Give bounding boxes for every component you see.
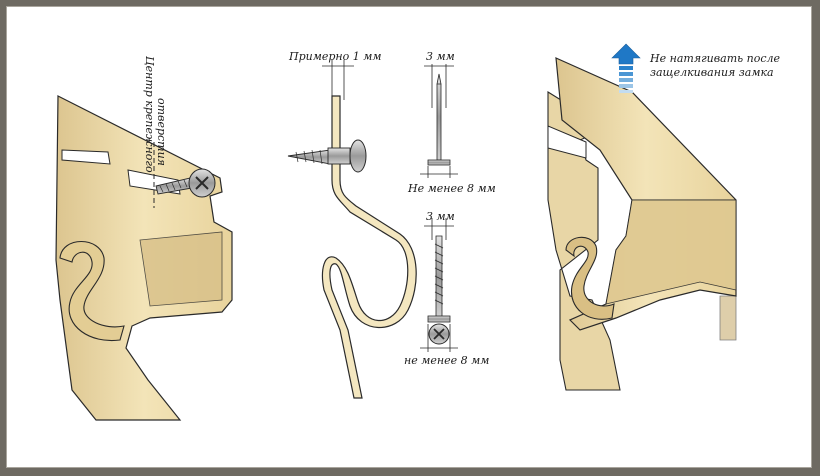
- screw-3mm-label: 3 мм: [426, 210, 455, 223]
- nail-3mm-label: 3 мм: [426, 50, 455, 63]
- left-panel-hook: [59, 240, 125, 342]
- no-pull-label-line1: Не натягивать после: [649, 52, 781, 65]
- nail-min-8mm-label: Не менее 8 мм: [407, 182, 496, 195]
- nail-icon: [436, 73, 442, 161]
- approx-1mm-label: Примерно 1 мм: [288, 50, 382, 63]
- right-panel-hook: [565, 236, 615, 320]
- no-pull-label-line2: защелкивания замка: [650, 66, 774, 79]
- do-not-pull-arrow: [611, 43, 641, 93]
- middle-screw: [287, 139, 367, 173]
- middle-profile-cross-section: [321, 95, 417, 399]
- center-hole-label-line1: Центр крепежного: [143, 56, 156, 173]
- left-panel-top-slot: [61, 149, 111, 165]
- up-arrow-icon: [611, 43, 641, 65]
- screw-min-8mm-label: не менее 8 мм: [404, 354, 489, 367]
- center-hole-label-line2: отверстия: [155, 98, 168, 166]
- nail-detail: 3 мм Не менее 8 мм: [407, 50, 496, 195]
- phillips-cross-icon: [433, 328, 445, 340]
- profile-outline: [321, 95, 417, 399]
- phillips-cross-icon: [195, 176, 209, 190]
- right-siding-panel: [547, 57, 737, 391]
- approx-1mm-dimension: Примерно 1 мм: [288, 50, 382, 100]
- left-screw: [155, 168, 216, 198]
- screw-detail: 3 мм не менее 8 мм: [404, 210, 489, 367]
